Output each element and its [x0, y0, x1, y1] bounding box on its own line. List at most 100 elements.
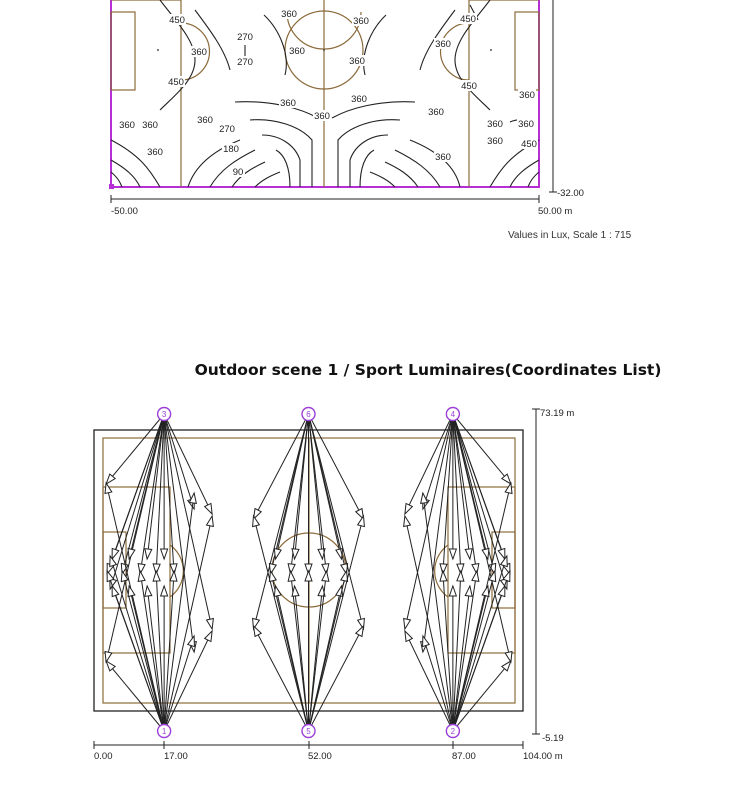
contour-label: 450 [461, 81, 477, 92]
beam-arrow [152, 569, 165, 732]
beam-arrow [252, 413, 309, 521]
beam-arrow [420, 491, 454, 732]
beam-arrow [163, 629, 213, 732]
beam-arrow [452, 413, 490, 561]
beam-arrow [304, 569, 313, 731]
beam-arrow [159, 414, 169, 561]
beam-arrow [404, 413, 454, 516]
contour-label: 360 [487, 136, 503, 147]
beam-arrow [452, 569, 465, 732]
isolux-contours [110, 0, 540, 188]
beam-arrow [308, 413, 330, 576]
beam-arrow [308, 413, 365, 521]
x-tick-label: 104.00 m [523, 751, 563, 762]
contour-label: 450 [460, 14, 476, 25]
contour-label: 450 [168, 77, 184, 88]
beam-arrow [291, 413, 309, 561]
beam-arrow [159, 584, 169, 731]
contour-label: 360 [351, 94, 367, 105]
contour-label: 360 [119, 120, 135, 131]
beam-arrow [144, 584, 165, 732]
beam-arrow [452, 413, 473, 561]
beam-arrow [452, 413, 506, 561]
scene-title: Outdoor scene 1 / Sport Luminaires(Coord… [194, 361, 662, 379]
beam-arrow [109, 554, 165, 732]
bottom-dimensions [93, 408, 540, 749]
bottom-y-bottom-label: -5.19 [542, 733, 564, 744]
beam-arrow [273, 584, 309, 732]
beam-arrow [291, 584, 309, 732]
beam-arrow [304, 414, 313, 576]
top-dimensions [110, 0, 557, 203]
top-x-end-label: 50.00 m [538, 206, 572, 217]
beam-arrow [452, 413, 497, 576]
contour-label: 360 [435, 152, 451, 163]
isolux-plan: 450 360 270 270 360 360 360 360 450 450 … [109, 0, 584, 217]
beam-arrow [163, 413, 178, 576]
luminaire-marker [301, 723, 316, 739]
origin-marker [109, 184, 114, 189]
contour-labels: 450 360 270 270 360 360 360 360 450 450 … [118, 8, 538, 178]
beam-arrow [452, 584, 490, 732]
beam-arrow [105, 413, 165, 486]
beam-arrow [403, 413, 454, 631]
luminaire-marker [301, 406, 316, 422]
contour-label: 360 [142, 120, 158, 131]
x-tick-label: 87.00 [452, 751, 476, 762]
beam-arrow [452, 584, 506, 732]
x-tick-label: 0.00 [94, 751, 113, 762]
contour-label: 270 [237, 32, 253, 43]
beam-arrow [137, 569, 165, 732]
luminaire-marker [445, 723, 461, 739]
beam-arrow [252, 514, 309, 732]
beam-arrow [452, 413, 465, 576]
contour-label: 360 [281, 9, 297, 20]
beam-arrow [422, 634, 454, 732]
contour-label: 360 [487, 119, 503, 130]
luminaire-id: 6 [306, 410, 311, 419]
beam-arrow [252, 624, 309, 732]
contour-label: 90 [233, 167, 244, 178]
beam-arrow [163, 491, 197, 732]
beam-arrow [127, 584, 165, 732]
luminaire-id: 2 [451, 727, 456, 736]
beam-arrow [439, 413, 454, 576]
beam-arrow [109, 413, 165, 591]
beam-arrow [308, 413, 365, 631]
x-tick-label: 52.00 [308, 751, 332, 762]
contour-label: 360 [289, 46, 305, 57]
beam-arrow [163, 514, 214, 732]
beam-arrow [163, 634, 195, 732]
contour-label: 360 [518, 119, 534, 130]
beam-arrow [163, 569, 178, 732]
contour-label: 450 [521, 139, 537, 150]
beam-arrow [308, 514, 365, 732]
bottom-y-top-label: 73.19 m [540, 408, 574, 419]
contour-label: 360 [428, 107, 444, 118]
luminaire-beams [104, 413, 513, 732]
contour-label: 360 [314, 111, 330, 122]
luminaire-id: 1 [162, 727, 167, 736]
beam-arrow [308, 624, 365, 732]
beam-arrow [452, 584, 473, 732]
beam-arrow [452, 413, 512, 486]
top-y-bottom-label: -32.00 [557, 188, 584, 199]
beam-arrow [144, 413, 165, 561]
contour-label: 360 [435, 39, 451, 50]
beam-arrow [403, 514, 454, 732]
beam-arrow [452, 569, 497, 732]
pitch-boundary [110, 0, 540, 188]
beam-arrow [452, 554, 508, 732]
beam-arrow [163, 413, 214, 631]
contour-label: 270 [219, 124, 235, 135]
beam-arrow [452, 659, 512, 732]
luminaire-id: 5 [306, 727, 311, 736]
contour-label: 360 [191, 47, 207, 58]
contour-label: 450 [169, 15, 185, 26]
luminaire-id: 4 [451, 410, 456, 419]
contour-label: 360 [280, 98, 296, 109]
contour-label: 360 [349, 56, 365, 67]
luminaire-marker [156, 723, 172, 739]
